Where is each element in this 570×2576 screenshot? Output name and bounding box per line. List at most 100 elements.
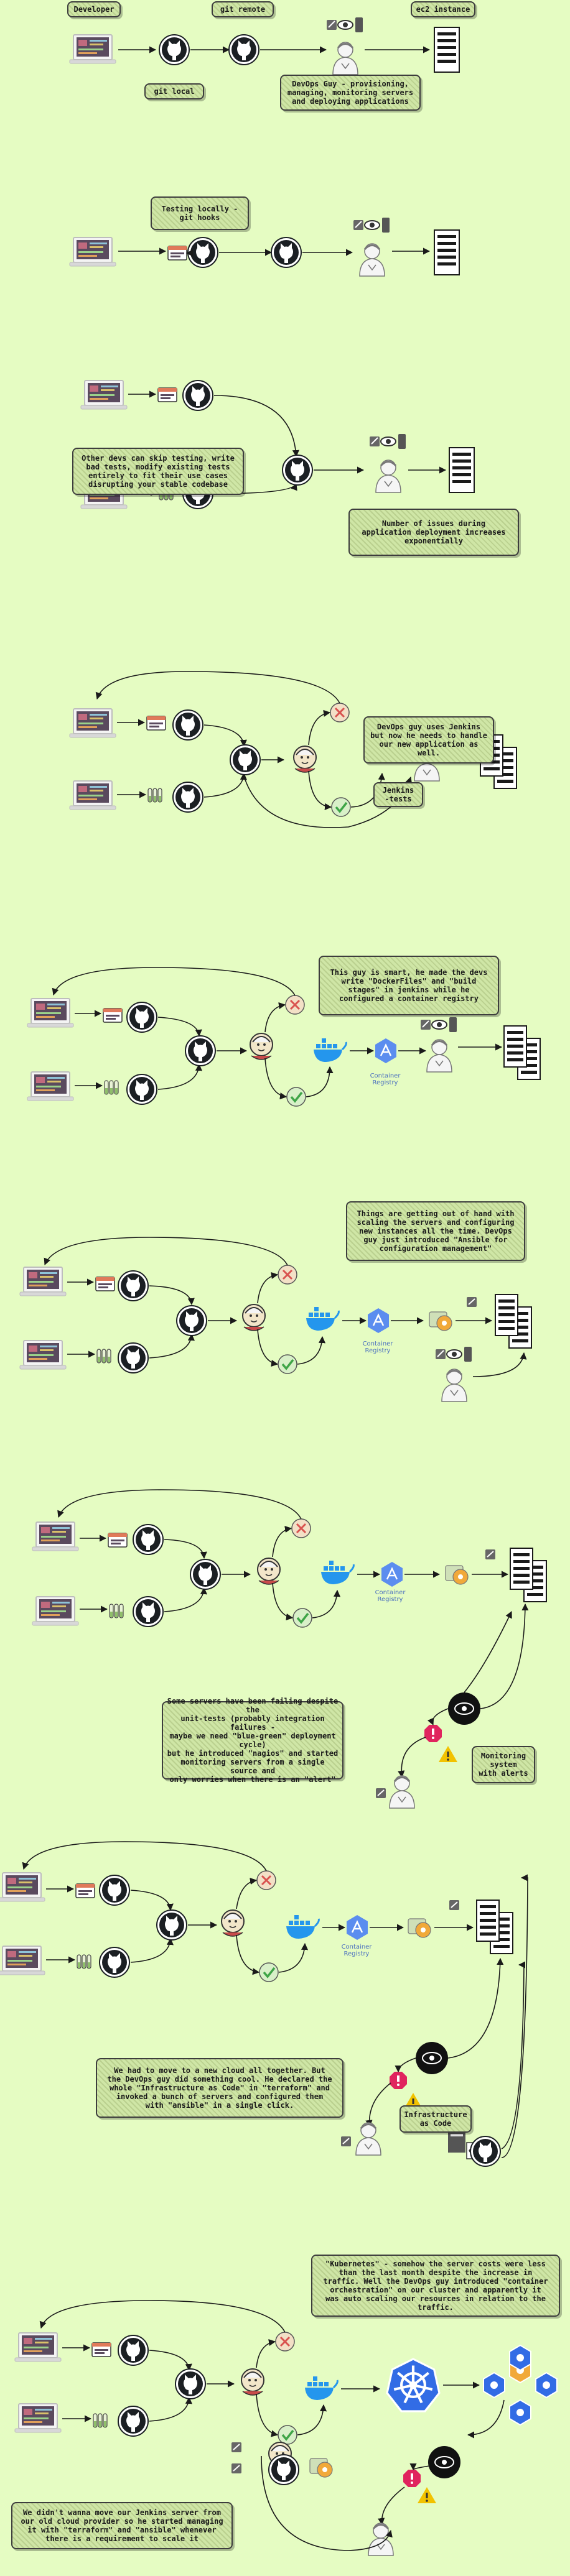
laptop-icon xyxy=(69,237,116,267)
note-developer: Developer xyxy=(67,1,121,17)
github-icon xyxy=(175,2368,206,2399)
github-icon xyxy=(118,2335,149,2366)
github-icon xyxy=(118,1270,149,1301)
flow-arrow xyxy=(44,1237,288,1266)
note-servers-failing: Some servers have been failing despite t… xyxy=(162,1697,343,1784)
note-uses-jenkins: DevOps guy uses Jenkins but now he needs… xyxy=(363,716,494,764)
test-tubes-icon xyxy=(147,788,162,803)
key-icon xyxy=(231,2463,241,2473)
flow-arrow xyxy=(149,2396,192,2422)
test-tubes-icon xyxy=(77,1954,91,1969)
devops-person-icon xyxy=(332,42,358,75)
devops-person-icon xyxy=(375,459,401,493)
github-icon xyxy=(470,2136,501,2167)
note-jenkins-tests: Jenkins -tests xyxy=(373,782,423,807)
git-icon xyxy=(75,1883,95,1898)
check-icon xyxy=(278,1354,297,1374)
note-git-remote: git remote xyxy=(212,1,274,17)
flow-arrow xyxy=(427,1708,449,1726)
flow-arrow xyxy=(278,1942,309,1973)
note-testing-locally: Testing locally - git hooks xyxy=(151,196,249,230)
server-icon xyxy=(510,1548,533,1590)
eye-icon xyxy=(370,434,406,449)
registry-icon xyxy=(368,1308,389,1333)
nagios-icon xyxy=(428,2446,460,2478)
github-icon xyxy=(271,237,302,268)
warning-icon xyxy=(439,1746,457,1762)
flow-arrow xyxy=(378,2486,405,2526)
kubernetes-icon xyxy=(386,2358,441,2412)
jenkins-icon xyxy=(221,1909,245,1937)
devops-person-icon xyxy=(368,2523,394,2556)
flow-arrow xyxy=(264,1002,286,1033)
flow-arrow xyxy=(157,1063,203,1090)
laptop-icon xyxy=(19,1340,67,1370)
note-ec2-instance: ec2 instance xyxy=(411,1,475,17)
docker-icon xyxy=(305,2376,339,2400)
flow-arrow xyxy=(501,1874,528,2158)
eye-icon xyxy=(421,1017,457,1032)
cluster-node-icon xyxy=(483,2371,505,2399)
github-icon xyxy=(282,455,313,486)
note-issues-growing: Number of issues during application depl… xyxy=(348,509,519,556)
server-icon xyxy=(495,1294,518,1336)
flow-arrow xyxy=(257,1272,279,1304)
eye-icon xyxy=(353,218,390,233)
devops-person-icon xyxy=(355,2122,381,2156)
github-icon xyxy=(159,34,190,65)
laptop-icon xyxy=(14,2332,62,2362)
jenkins-icon xyxy=(241,2368,264,2396)
flow-arrow xyxy=(203,724,247,747)
github-icon xyxy=(99,1947,130,1978)
docker-icon xyxy=(321,1561,355,1584)
github-icon xyxy=(133,1524,164,1555)
laptop-icon xyxy=(32,1521,79,1551)
cross-icon xyxy=(285,995,305,1015)
flow-arrow xyxy=(350,772,385,808)
devops-person-icon xyxy=(359,243,385,277)
cross-icon xyxy=(291,1518,311,1538)
check-icon xyxy=(259,1962,279,1982)
server-icon xyxy=(490,1912,513,1954)
laptop-icon xyxy=(69,708,116,738)
git-icon xyxy=(95,1276,115,1291)
github-icon xyxy=(99,1875,130,1906)
laptop-icon xyxy=(19,1267,67,1296)
flow-arrow xyxy=(95,671,340,704)
laptop-icon xyxy=(14,2403,62,2433)
flow-arrow xyxy=(57,1489,302,1520)
flow-arrow xyxy=(395,2057,416,2073)
flow-arrow xyxy=(272,1526,292,1558)
flow-arrow xyxy=(472,1352,527,1377)
flow-arrow xyxy=(130,1937,174,1963)
ansible-icon xyxy=(309,2458,333,2478)
flow-arrow xyxy=(306,1066,334,1097)
eye-icon xyxy=(436,1347,472,1362)
laptop-icon xyxy=(69,780,116,810)
flow-arrow xyxy=(447,1957,504,2059)
ansible-icon xyxy=(429,1311,452,1331)
eye-icon xyxy=(327,17,363,32)
check-icon xyxy=(292,1608,312,1628)
note-monitoring-alerts: Monitoring system with alerts xyxy=(472,1746,535,1783)
flow-arrow xyxy=(256,2393,279,2437)
key-icon xyxy=(376,1788,386,1798)
key-icon xyxy=(467,1297,477,1307)
git-icon xyxy=(146,716,166,731)
flow-arrow xyxy=(365,2082,391,2128)
flow-arrow xyxy=(164,1539,207,1559)
note-getting-out-of-hand: Things are getting out of hand with scal… xyxy=(346,1201,525,1261)
label-container-registry-3: Container Registry xyxy=(375,1589,406,1603)
github-icon xyxy=(182,380,213,411)
github-icon xyxy=(190,1559,221,1590)
github-icon xyxy=(185,1035,216,1066)
laptop-icon xyxy=(27,998,74,1028)
flow-arrow xyxy=(398,1737,426,1778)
test-tubes-icon xyxy=(104,1080,119,1095)
flow-arrow xyxy=(261,2455,393,2551)
github-icon xyxy=(118,1342,149,1373)
github-icon xyxy=(230,744,261,775)
devops-person-icon xyxy=(426,1039,452,1073)
flow-arrow xyxy=(149,2350,192,2371)
